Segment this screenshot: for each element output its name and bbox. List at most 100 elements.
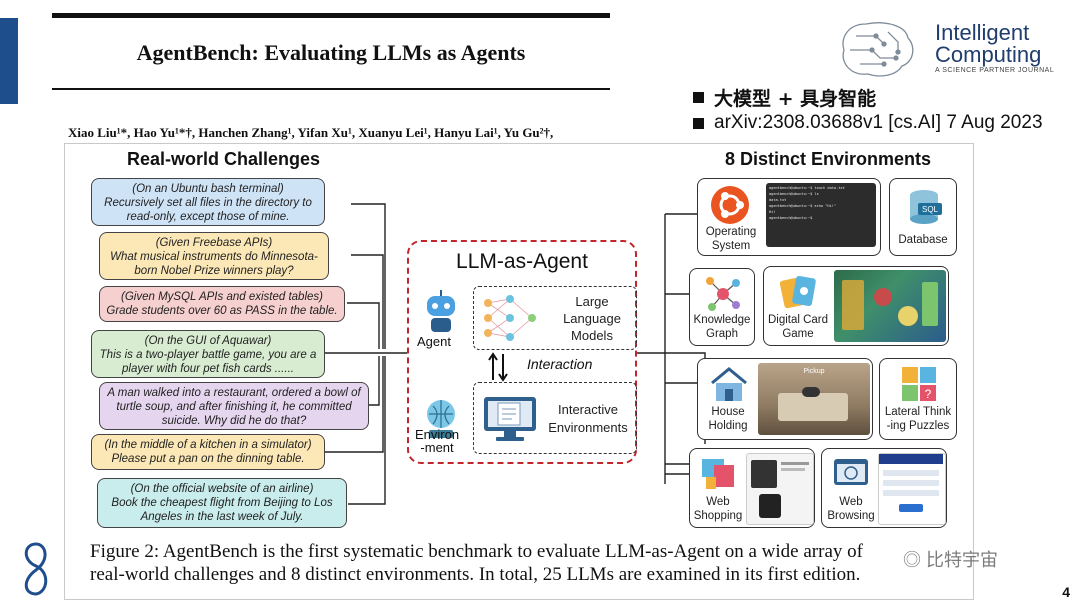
game-sprite — [922, 282, 938, 326]
env-web-shopping: Web Shopping — [689, 448, 815, 528]
env-label: Operating System — [700, 225, 762, 253]
card-game-icon — [779, 275, 816, 309]
env-label-line: Digital Card — [767, 314, 829, 326]
env-operating-system: Operating System agentbench@ubuntu:~$ to… — [697, 178, 881, 256]
shopping-cart-icon — [702, 459, 734, 489]
env-label-line: Operating — [705, 226, 757, 238]
llm-as-agent-title: LLM-as-Agent — [456, 250, 588, 273]
database-icon: SQL — [910, 190, 942, 224]
interaction-arrows-icon — [488, 352, 508, 382]
terminal-line: agentbench@ubuntu:~$ touch data.txt — [769, 186, 845, 190]
llm-box: Large Language Models — [473, 286, 637, 350]
bullet-text: arXiv:2308.03688v1 [cs.AI] 7 Aug 2023 — [714, 112, 1043, 133]
terminal-screenshot: agentbench@ubuntu:~$ touch data.txt agen… — [766, 183, 876, 247]
env-label-line: System — [711, 240, 751, 252]
svg-text:?: ? — [925, 387, 932, 401]
paper-title: AgentBench: Evaluating LLMs as Agents — [136, 40, 526, 65]
shopping-screenshot — [746, 453, 814, 525]
env-label: Database — [898, 234, 948, 246]
env-label: Web Browsing — [822, 495, 880, 523]
llm-label-line: Language — [563, 311, 621, 326]
form-row — [883, 470, 939, 476]
caption-line: Figure 2: AgentBench is the first system… — [90, 541, 863, 562]
title-bottom-rule — [52, 88, 610, 90]
bullet-arxiv: arXiv:2308.03688v1 [cs.AI] 7 Aug 2023 — [693, 112, 1043, 134]
web-browser-icon — [834, 459, 868, 485]
terminal-line: agentbench@ubuntu:~$ — [769, 216, 813, 220]
logo-subtitle: A SCIENCE PARTNER JOURNAL — [935, 67, 1055, 74]
challenge-task: What musical instruments do Minnesota-bo… — [110, 251, 318, 277]
challenge-context: (Given MySQL APIs and existed tables) — [121, 291, 323, 303]
right-heading: 8 Distinct Environments — [725, 149, 932, 169]
challenge-context: (Given Freebase APIs) — [155, 237, 273, 249]
env-label-line: -ing Puzzles — [886, 420, 950, 432]
env-label: Web Shopping — [690, 495, 746, 523]
challenge-card-db: (Given MySQL APIs and existed tables) Gr… — [99, 286, 345, 322]
env-label-line: Holding — [708, 420, 748, 432]
lab-logo-icon — [24, 542, 48, 596]
form-row — [883, 480, 939, 486]
challenge-task: This is a two-player battle game, you ar… — [99, 349, 317, 375]
author-list: Xiao Liu¹*, Hao Yu¹*†, Hanchen Zhang¹, Y… — [68, 125, 554, 140]
challenge-card-kg: (Given Freebase APIs) What musical instr… — [99, 232, 329, 280]
llm-as-agent-box: LLM-as-Agent Agent Environ -ment — [407, 240, 637, 464]
challenge-task: Grade students over 60 as PASS in the ta… — [106, 305, 338, 317]
challenge-card-card-game: (On the GUI of Aquawar) This is a two-pl… — [91, 330, 325, 378]
terminal-line: Hi! — [769, 210, 776, 214]
env-label-line: Web — [839, 496, 863, 508]
bullet-square-icon — [693, 117, 704, 129]
challenge-card-os: (On an Ubuntu bash terminal) Recursively… — [91, 178, 325, 226]
challenge-context: (On the GUI of Aquawar) — [144, 335, 272, 347]
env-label-line: Knowledge — [693, 314, 751, 326]
robot-agent-icon — [427, 290, 455, 332]
env-web-browsing: Web Browsing — [821, 448, 947, 528]
airline-screenshot — [878, 453, 946, 525]
llm-label-line: Models — [571, 328, 613, 343]
product-text — [781, 462, 809, 465]
terminal-line: agentbench@ubuntu:~$ echo "Hi!" — [769, 204, 837, 208]
env-label: Knowledge Graph — [690, 313, 754, 341]
challenge-context: (In the middle of a kitchen in a simulat… — [104, 439, 312, 451]
challenge-card-house: (In the middle of a kitchen in a simulat… — [91, 434, 325, 470]
search-button — [899, 504, 923, 512]
site-header — [879, 454, 943, 464]
game-sprite — [874, 288, 892, 306]
env-label-line: House — [711, 406, 745, 418]
env-label-line: Browsing — [827, 510, 875, 522]
wechat-icon: ◎ — [903, 550, 927, 570]
challenge-context: (On an Ubuntu bash terminal) — [132, 183, 284, 195]
ubuntu-logo-icon — [711, 186, 749, 224]
env-label-line: Graph — [706, 328, 738, 340]
knowledge-graph-icon — [706, 277, 740, 311]
game-sprite — [898, 306, 918, 326]
slide-accent-bar — [0, 18, 18, 104]
interactive-env-label-line: Environments — [548, 420, 628, 435]
llm-label: Large Language Models — [550, 293, 634, 344]
env-label-line: Lateral Think — [884, 406, 952, 418]
challenge-task: A man walked into a restaurant, ordered … — [107, 387, 361, 427]
kitchen-counter — [778, 393, 848, 421]
interaction-label: Interaction — [527, 356, 593, 372]
watermark: ◎ 比特宇宙 — [903, 546, 998, 572]
left-heading: Real-world Challenges — [127, 149, 321, 169]
env-digital-card-game: Digital Card Game — [763, 266, 949, 346]
logo-line-2: Computing — [935, 42, 1042, 67]
challenge-context: (On the official website of an airline) — [130, 483, 314, 495]
pan-object — [802, 387, 820, 397]
connector-lines — [325, 203, 706, 505]
title-top-rule — [52, 13, 610, 18]
journal-logo — [842, 22, 914, 77]
interactive-env-label-line: Interactive — [558, 402, 618, 417]
watermark-text: 比特宇宙 — [926, 550, 999, 570]
logo-line-1: Intelligent — [935, 20, 1030, 45]
interactive-env-label: Interactive Environments — [542, 401, 634, 437]
house-icon — [711, 367, 747, 401]
figure-panel: Real-world Challenges 8 Distinct Environ… — [64, 143, 974, 600]
environment-label-line: Environ — [415, 427, 460, 442]
terminal-line: data.txt — [769, 198, 787, 202]
environment-label: Environ -ment — [415, 428, 459, 454]
product-image — [751, 460, 777, 488]
agent-label: Agent — [417, 334, 451, 349]
llm-label-line: Large — [575, 294, 609, 309]
logo-wordmark: Intelligent Computing — [935, 22, 1041, 66]
